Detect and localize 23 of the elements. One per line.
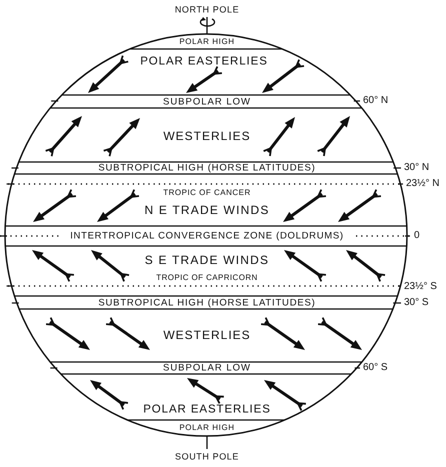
pole-label: SOUTH POLE bbox=[175, 452, 239, 462]
pressure-belt-label: SUBPOLAR LOW bbox=[162, 97, 252, 107]
wind-belt-label: POLAR EASTERLIES bbox=[140, 56, 268, 68]
pressure-belt-label: POLAR HIGH bbox=[179, 38, 235, 46]
parallel-label: TROPIC OF CAPRICORN bbox=[156, 274, 258, 282]
pressure-belt-label: SUBTROPICAL HIGH (HORSE LATITUDES) bbox=[98, 298, 316, 308]
wind-belt-label: WESTERLIES bbox=[163, 329, 251, 341]
latitude-label: 23½° N bbox=[406, 179, 440, 189]
wind-belt-label: N E TRADE WINDS bbox=[144, 204, 270, 216]
latitude-label: 0 bbox=[414, 231, 420, 241]
pole-label: NORTH POLE bbox=[174, 6, 240, 14]
latitude-label: 23½° S bbox=[404, 282, 437, 292]
wind-belt-label: POLAR EASTERLIES bbox=[143, 404, 271, 416]
pressure-belt-label: SUBTROPICAL HIGH (HORSE LATITUDES) bbox=[98, 163, 316, 173]
latitude-label: 30° S bbox=[404, 298, 429, 308]
pressure-belt-label: SUBPOLAR LOW bbox=[162, 363, 252, 373]
pressure-belt-label: POLAR HIGH bbox=[179, 424, 235, 432]
latitude-label: 30° N bbox=[404, 163, 430, 173]
parallel-label: TROPIC OF CANCER bbox=[163, 189, 251, 197]
wind-belt-label: WESTERLIES bbox=[163, 130, 251, 142]
latitude-label: 60° N bbox=[363, 96, 388, 106]
wind-belt-label: S E TRADE WINDS bbox=[144, 254, 270, 266]
latitude-label: 60° S bbox=[363, 363, 388, 373]
